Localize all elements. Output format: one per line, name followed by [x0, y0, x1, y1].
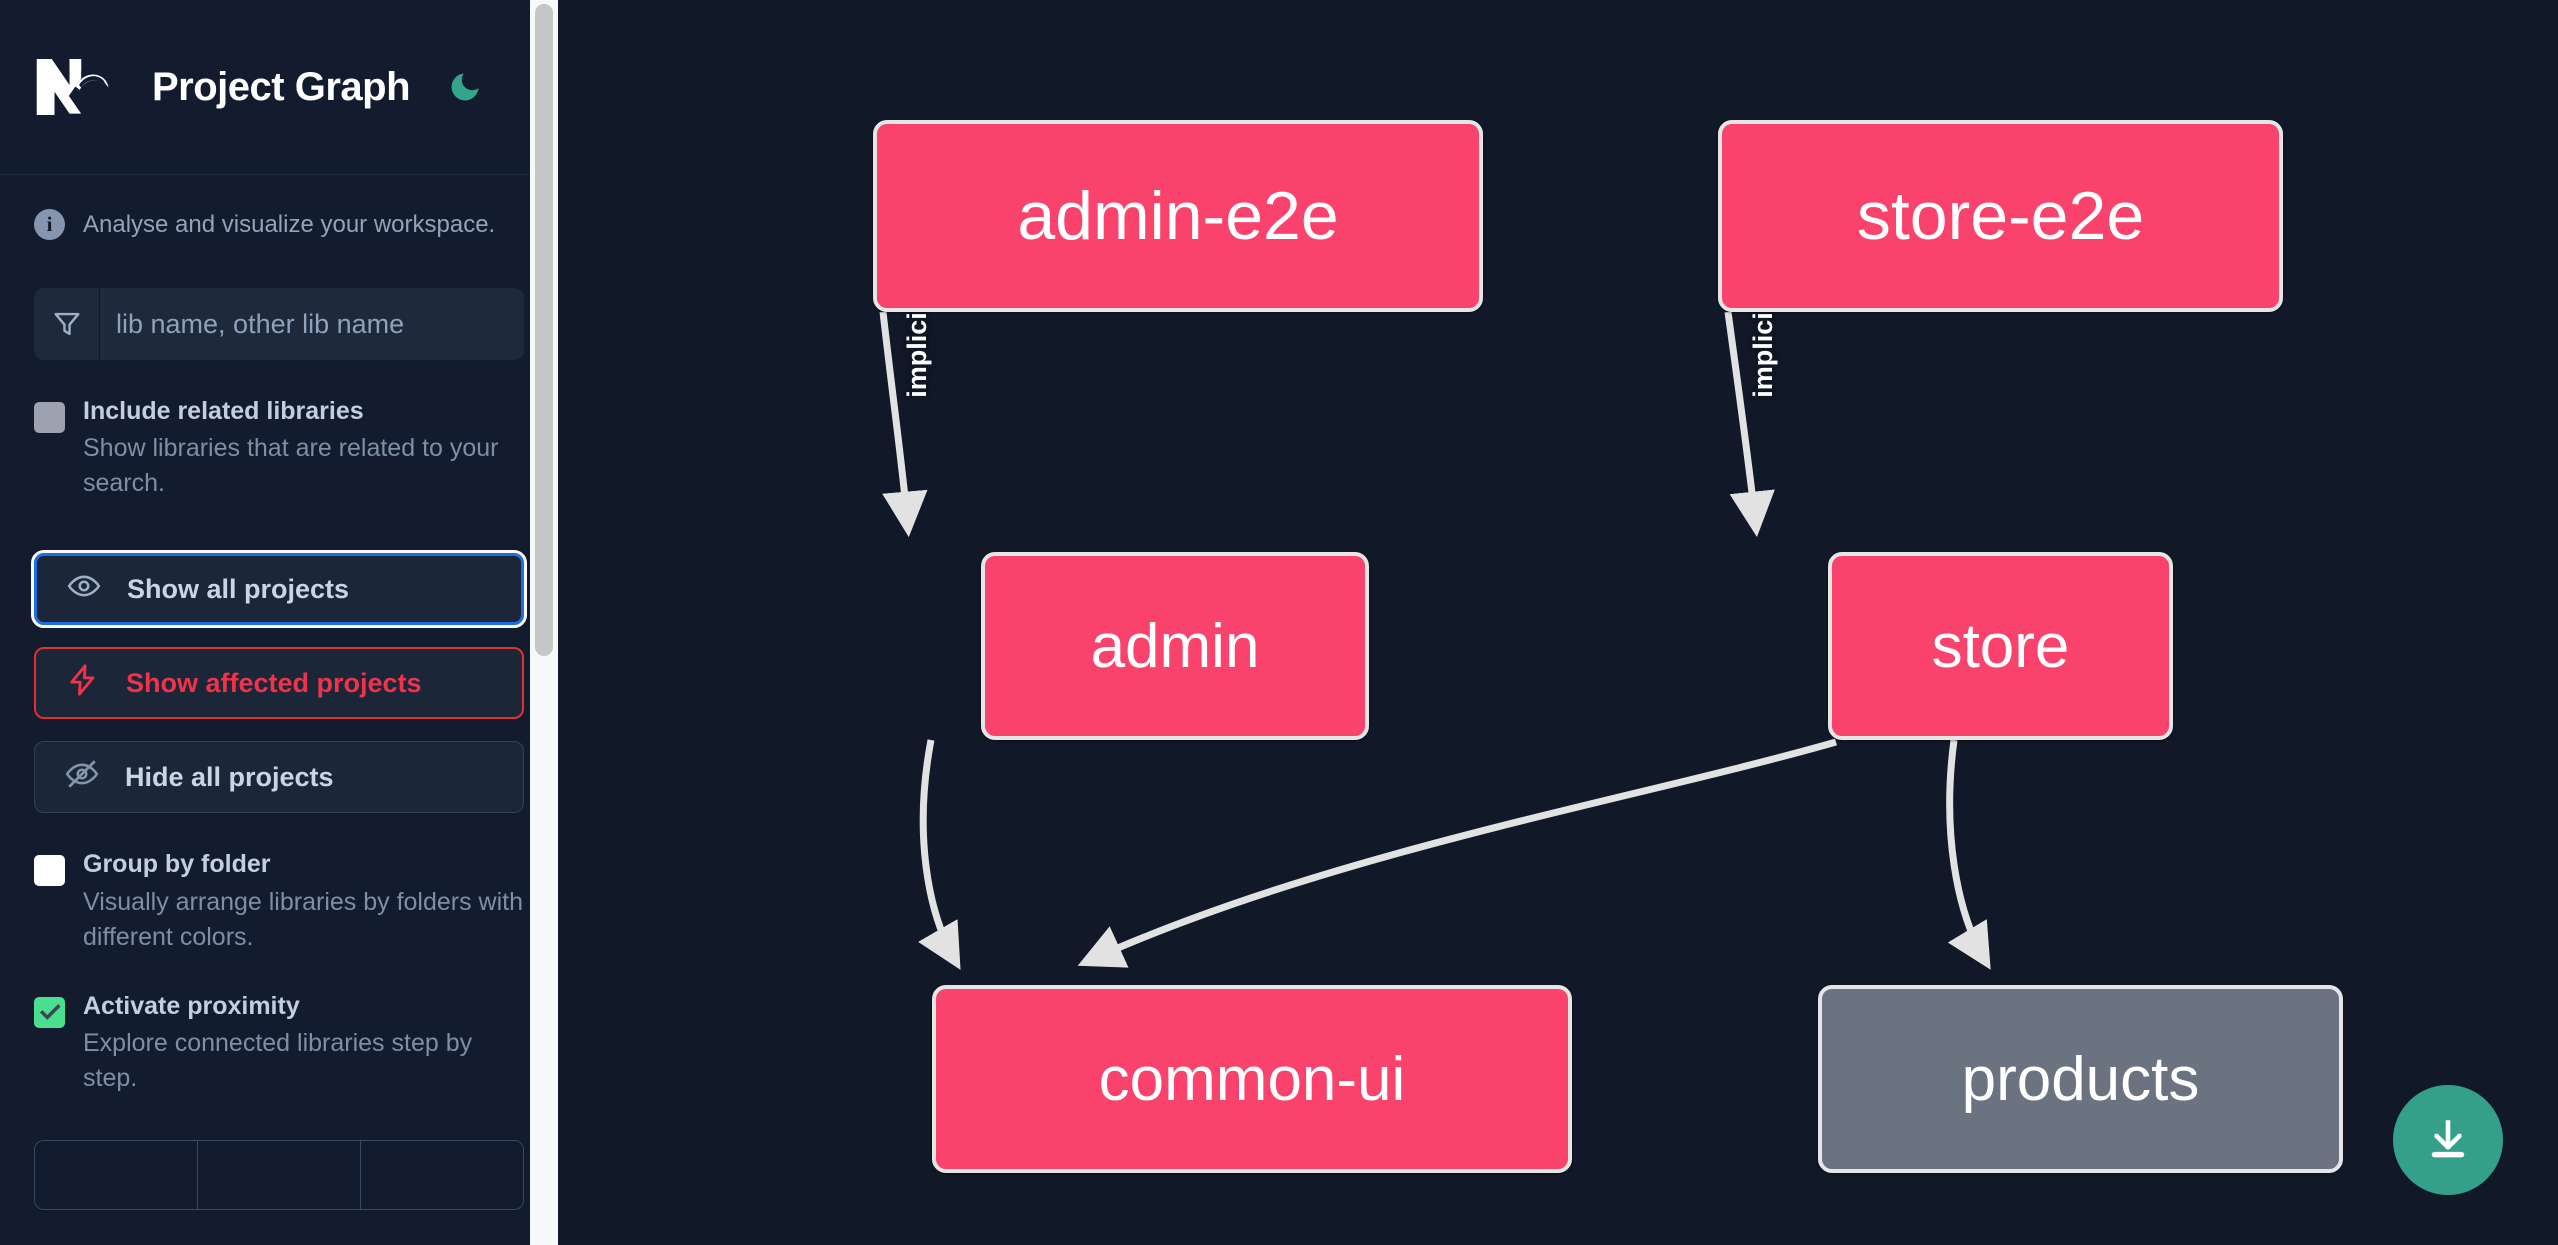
edge-store-to-products: [1946, 739, 1991, 970]
nx-logo-icon: [34, 56, 116, 118]
edge-admin-e2e-to-admin: [879, 311, 928, 538]
graph-node-common-ui[interactable]: common-ui: [932, 985, 1572, 1173]
activate-proximity-checkbox[interactable]: [34, 996, 65, 1028]
tagline-text: Analyse and visualize your workspace.: [83, 210, 496, 238]
activate-proximity-label: Activate proximity: [83, 991, 300, 1020]
graph-node-store-e2e[interactable]: store-e2e: [1718, 120, 2283, 312]
sidebar-scrollbar[interactable]: [530, 0, 558, 1245]
hide-all-projects-button[interactable]: Hide all projects: [34, 741, 524, 814]
hide-all-projects-label: Hide all projects: [125, 761, 334, 792]
sidebar-tagline: i Analyse and visualize your workspace.: [34, 175, 524, 240]
checkbox-row-group-by-folder[interactable]: Group by folder Visually arrange librari…: [34, 849, 524, 954]
lightning-icon: [66, 663, 100, 704]
eye-off-icon: [65, 757, 99, 798]
proximity-segment-1[interactable]: [35, 1140, 198, 1209]
search-box[interactable]: [34, 288, 524, 360]
show-all-projects-label: Show all projects: [127, 573, 350, 604]
group-by-folder-description: Visually arrange libraries by folders wi…: [83, 887, 524, 951]
graph-edges-layer: [879, 311, 1991, 970]
edge-admin-to-common-ui: [918, 739, 961, 970]
filter-icon: [34, 288, 100, 360]
include-related-libraries-checkbox[interactable]: [34, 402, 65, 433]
show-all-projects-button[interactable]: Show all projects: [31, 550, 527, 629]
sidebar-header: Project Graph: [0, 0, 558, 175]
search-input[interactable]: [100, 288, 524, 360]
sidebar-scrollbar-thumb[interactable]: [535, 4, 553, 656]
checkbox-row-include-related-libraries[interactable]: Include related libraries Show libraries…: [34, 396, 524, 501]
moon-icon[interactable]: [444, 66, 486, 108]
page-title: Project Graph: [152, 64, 411, 109]
group-by-folder-checkbox[interactable]: [34, 855, 65, 887]
graph-node-admin[interactable]: admin: [981, 552, 1369, 740]
download-icon: [2423, 1114, 2473, 1167]
edge-label-implicit-store: implicit: [1747, 303, 1778, 398]
include-related-libraries-description: Show libraries that are related to your …: [83, 434, 499, 498]
include-related-libraries-label: Include related libraries: [83, 397, 364, 425]
show-affected-projects-label: Show affected projects: [126, 667, 422, 698]
edge-store-to-common-ui: [1077, 738, 1837, 968]
sidebar: Project Graph i Analyse and visualize yo…: [0, 0, 558, 1245]
checkbox-row-activate-proximity[interactable]: Activate proximity Explore connected lib…: [34, 991, 524, 1096]
activate-proximity-description: Explore connected libraries step by step…: [83, 1028, 473, 1092]
graph-node-store[interactable]: store: [1828, 552, 2173, 740]
project-visibility-buttons: Show all projects Show affected projects: [31, 550, 527, 814]
group-by-folder-label: Group by folder: [83, 850, 271, 879]
proximity-segment-3[interactable]: [361, 1140, 523, 1209]
sidebar-body: i Analyse and visualize your workspace. …: [0, 175, 558, 1210]
edge-label-implicit-admin: implicit: [901, 303, 932, 398]
edge-store-e2e-to-store: [1724, 311, 1775, 538]
graph-node-products[interactable]: products: [1818, 985, 2343, 1173]
download-graph-button[interactable]: [2393, 1085, 2503, 1195]
proximity-segment-2[interactable]: [198, 1140, 361, 1209]
proximity-segmented-control[interactable]: [34, 1139, 524, 1210]
show-affected-projects-button[interactable]: Show affected projects: [34, 647, 524, 720]
eye-icon: [67, 569, 101, 610]
graph-canvas[interactable]: implicit implicit admin-e2e store-e2e ad…: [558, 0, 2558, 1245]
graph-node-admin-e2e[interactable]: admin-e2e: [873, 120, 1483, 312]
info-icon: i: [34, 209, 65, 240]
